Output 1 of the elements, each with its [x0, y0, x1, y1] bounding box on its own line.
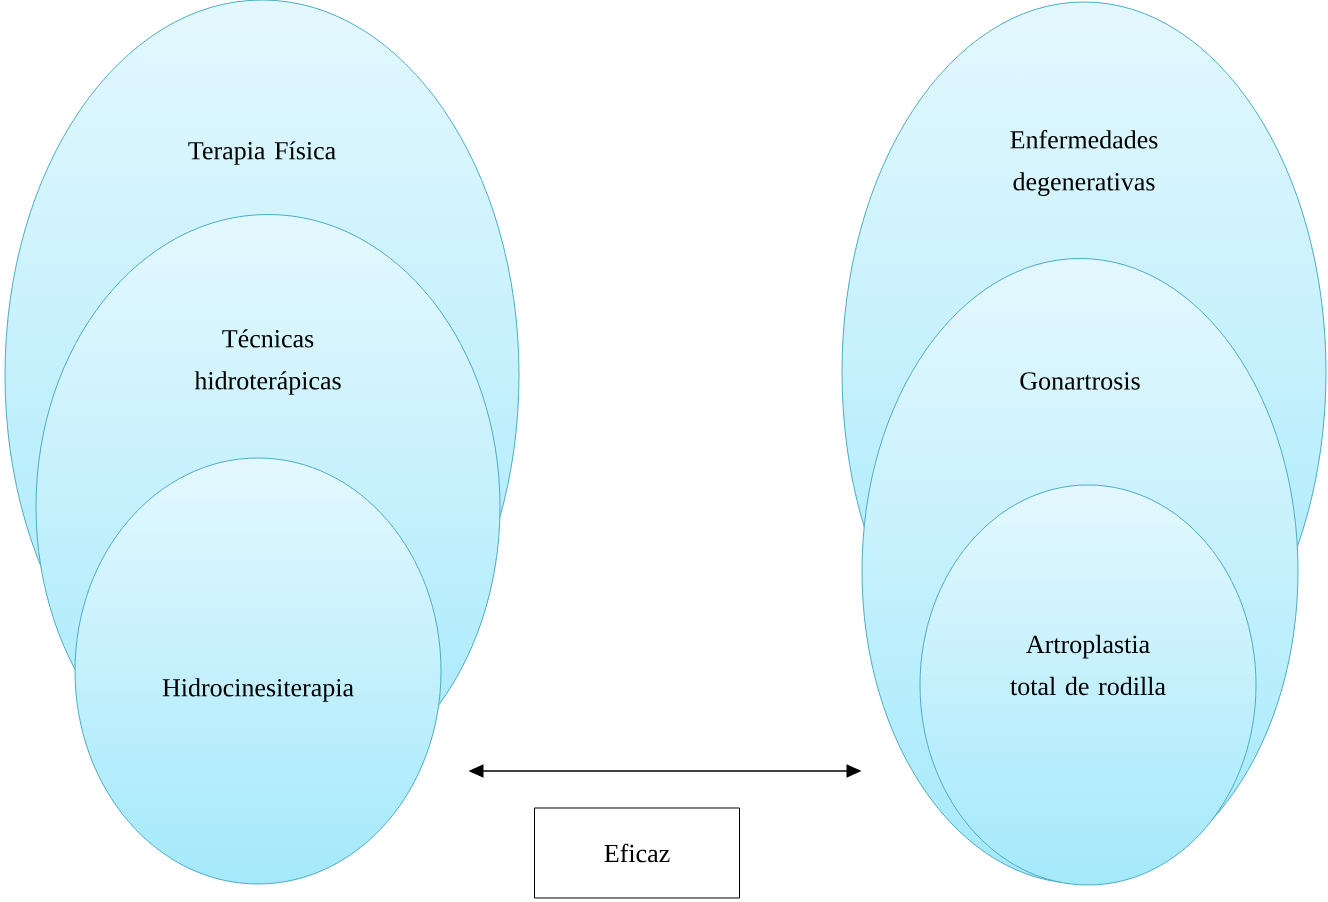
text-box: Eficaz [534, 807, 740, 899]
